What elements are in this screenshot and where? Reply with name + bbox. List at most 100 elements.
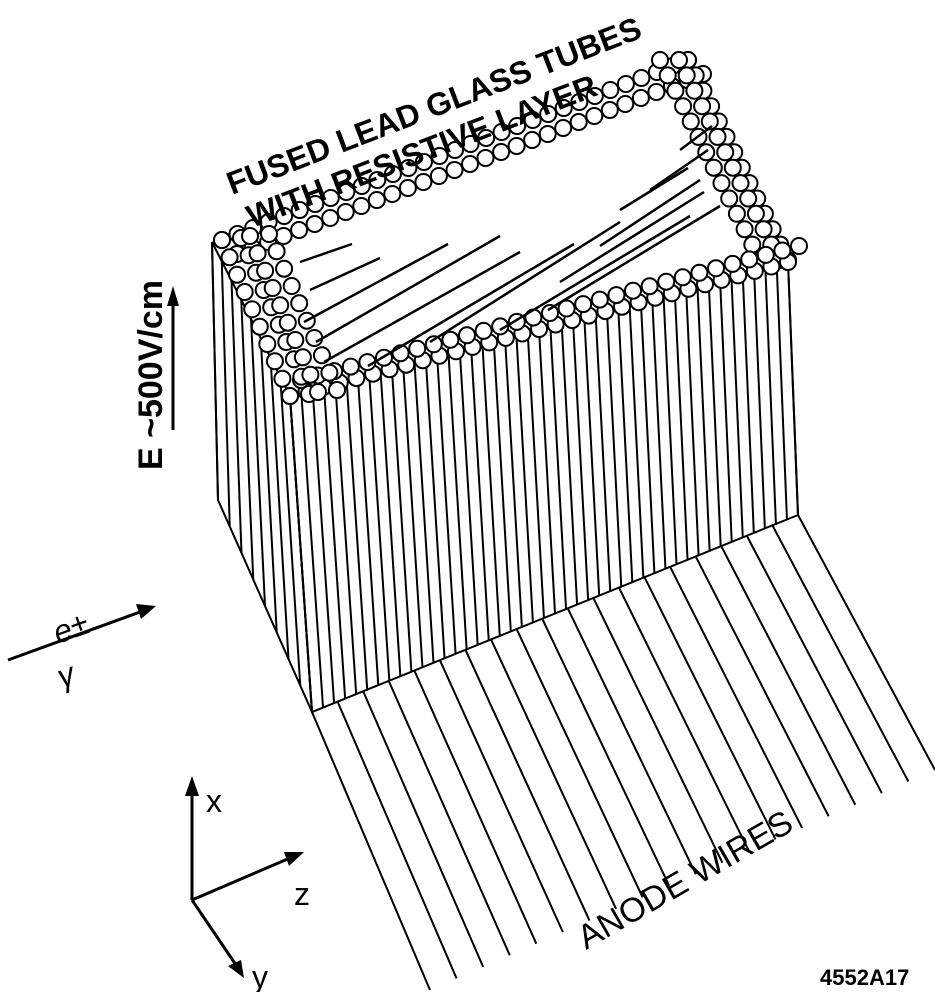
tube-line <box>289 395 313 713</box>
tube-end-circle <box>321 189 340 207</box>
tube-end-circle <box>538 125 557 143</box>
tube-end-circle <box>674 97 693 116</box>
anode-wire <box>362 690 485 968</box>
tube-end-circle <box>651 51 669 69</box>
tube-end-circle <box>305 329 324 347</box>
tube-end-circle <box>248 244 267 263</box>
tube-end-circle <box>290 294 309 313</box>
anode-wire <box>745 535 883 794</box>
tube-line <box>662 295 678 565</box>
axis-x-arrowhead <box>185 776 199 796</box>
tube-end-circle <box>743 235 762 254</box>
particle-photon-label: γ <box>52 655 81 695</box>
hatch-line <box>315 234 501 344</box>
tube-end-circle <box>228 265 247 284</box>
anode-wire <box>669 566 803 829</box>
tube-end-circle <box>477 129 496 147</box>
tube-line <box>617 307 634 583</box>
tube-end-circle <box>539 105 558 123</box>
hatch-line <box>547 204 721 312</box>
tube-end-circle <box>320 363 339 382</box>
tube-end-circle <box>398 179 417 197</box>
tube-end-circle <box>756 245 775 264</box>
tube-end-circle <box>275 259 294 278</box>
tube-line <box>250 318 266 607</box>
tube-end-circle <box>243 300 262 319</box>
tube-end-circle <box>693 97 712 116</box>
tube-line <box>269 357 290 660</box>
tube-end-circle <box>399 159 418 177</box>
tube-line <box>220 261 231 527</box>
hatch-line <box>367 242 575 368</box>
tube-end-circle <box>301 365 320 384</box>
tube-line <box>334 383 358 695</box>
tube-end-circle <box>640 277 659 296</box>
tube-line <box>481 344 501 636</box>
anode-wire <box>694 556 830 817</box>
anode-wire <box>387 680 511 956</box>
hatch-line <box>599 178 701 248</box>
tube-end-circle <box>458 326 476 345</box>
tube-end-circle <box>739 189 758 208</box>
anode-wire <box>464 649 591 921</box>
anode-wire <box>515 628 644 898</box>
tube-end-circle <box>312 346 331 365</box>
hatch-line <box>303 242 449 324</box>
tube-end-circle <box>461 135 480 153</box>
tube-end-circle <box>673 268 692 287</box>
tube-line <box>696 286 711 551</box>
tube-line <box>211 241 219 501</box>
hatch-line <box>619 166 689 212</box>
tube-end-circle <box>281 387 299 405</box>
tube-end-circle <box>585 87 604 105</box>
tube-end-circle <box>685 81 704 100</box>
tube-end-circle <box>677 66 696 85</box>
tube-line <box>673 292 689 560</box>
tube-end-circle <box>282 277 301 295</box>
anode-wire <box>592 597 724 864</box>
tube-end-circle <box>461 155 479 173</box>
anode-wire <box>438 659 564 933</box>
tube-line <box>300 392 325 708</box>
tube-end-circle <box>590 290 609 309</box>
tube-end-circle <box>600 101 619 119</box>
hatch-line <box>309 256 381 292</box>
tube-line <box>685 289 700 556</box>
tube-line <box>368 374 391 681</box>
tube-line <box>787 261 799 516</box>
anode-wire <box>311 711 431 991</box>
tube-line <box>639 301 656 574</box>
hatch-line <box>649 148 709 192</box>
tube-line <box>230 280 243 554</box>
tube-end-circle <box>507 137 526 155</box>
tube-end-circle <box>235 283 254 301</box>
tube-line <box>753 271 766 529</box>
tube-line <box>549 325 568 610</box>
tube-end-circle <box>445 161 464 179</box>
tube-end-circle <box>441 330 460 349</box>
tube-line <box>458 350 479 645</box>
tube-end-circle <box>306 195 325 213</box>
tube-end-circle <box>657 272 676 291</box>
tube-line <box>279 376 302 686</box>
tube-end-circle <box>290 221 309 239</box>
tube-line <box>526 331 545 619</box>
tube-line <box>764 268 777 524</box>
tube-end-circle <box>414 153 433 171</box>
tube-end-circle <box>707 259 725 278</box>
axis-z-arrowhead <box>284 852 304 866</box>
tube-end-circle <box>712 174 731 193</box>
tube-end-circle <box>723 254 742 273</box>
tube-end-circle <box>336 203 355 221</box>
tube-end-circle <box>258 335 277 353</box>
tube-line <box>515 335 534 623</box>
tube-line <box>583 316 601 596</box>
tube-end-circle <box>735 220 754 239</box>
tube-end-circle <box>321 209 340 227</box>
tube-end-circle <box>414 173 433 191</box>
tube-end-circle <box>278 313 297 332</box>
beam-arrow <box>7 604 156 662</box>
anode-wires <box>311 514 935 991</box>
